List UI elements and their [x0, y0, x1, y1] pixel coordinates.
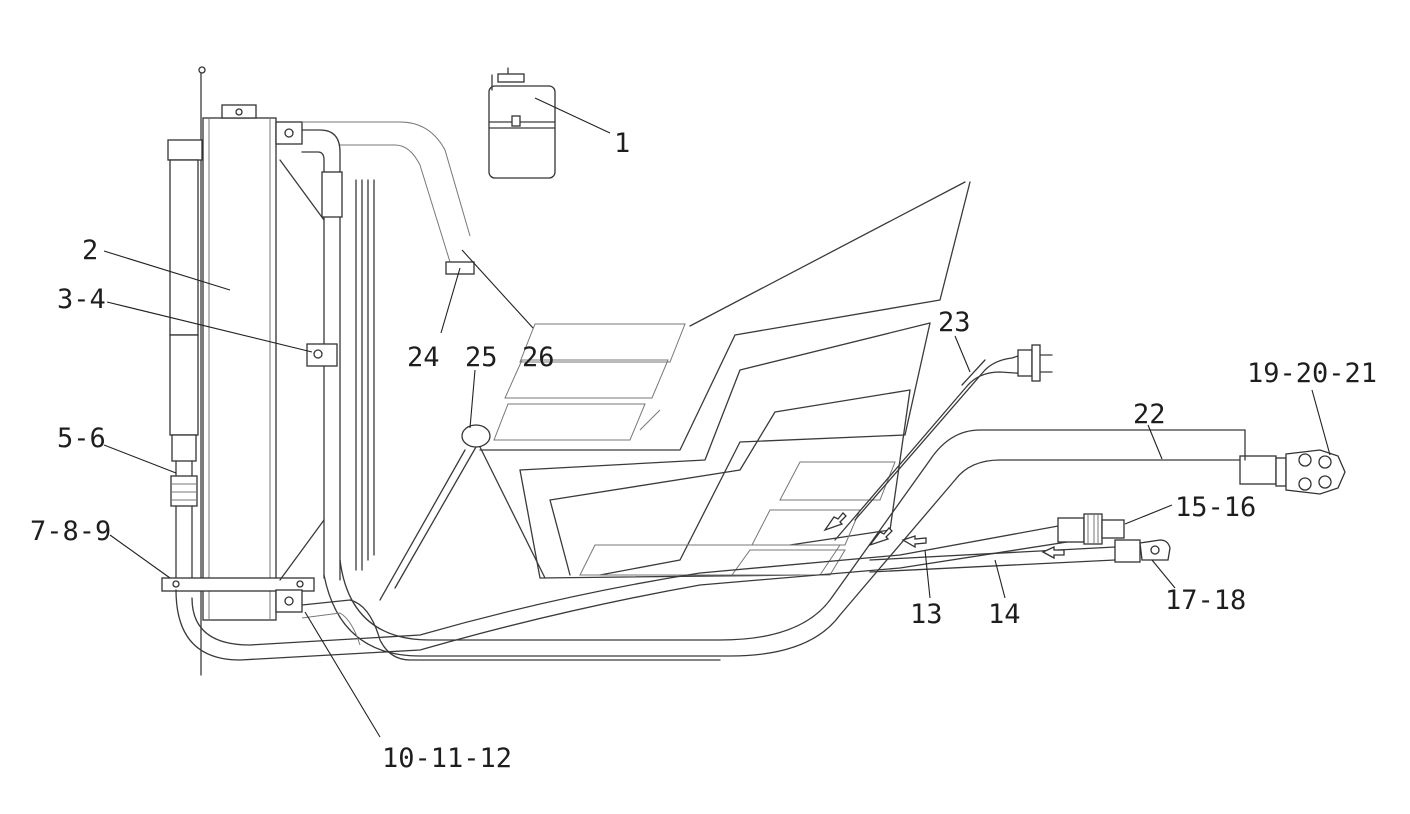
upper-return-hose: [302, 121, 475, 275]
expansion-tank: [488, 67, 556, 179]
vertical-pipes: [279, 129, 375, 581]
pipe-23: [379, 344, 1053, 601]
label-part-19-20-21: 19-20-21: [1247, 358, 1377, 389]
label-part-3-4: 3-4: [57, 284, 106, 315]
label-part-17-18: 17-18: [1165, 585, 1246, 616]
label-part-1: 1: [614, 128, 630, 159]
radiator-core: [161, 66, 315, 676]
label-part-2: 2: [82, 235, 98, 266]
label-part-15-16: 15-16: [1175, 492, 1256, 523]
floor-plate-outlines: [479, 181, 971, 579]
label-part-7-8-9: 7-8-9: [30, 516, 111, 547]
label-part-5-6: 5-6: [57, 423, 106, 454]
flow-arrows: [823, 512, 1065, 560]
leader-lines: [103, 97, 1331, 738]
label-part-24: 24: [407, 342, 440, 373]
main-hoses: [175, 429, 1277, 661]
label-part-25: 25: [465, 342, 498, 373]
label-part-22: 22: [1133, 399, 1166, 430]
label-part-10-11-12: 10-11-12: [382, 743, 512, 774]
coupling-block: [1275, 449, 1346, 495]
label-part-14: 14: [988, 599, 1021, 630]
part-labels: 1 2 3-4 5-6 7-8-9 10-11-12 13 14 15-16 1…: [30, 128, 1377, 774]
label-part-26: 26: [522, 342, 555, 373]
label-part-13: 13: [910, 599, 943, 630]
label-part-23: 23: [938, 307, 971, 338]
